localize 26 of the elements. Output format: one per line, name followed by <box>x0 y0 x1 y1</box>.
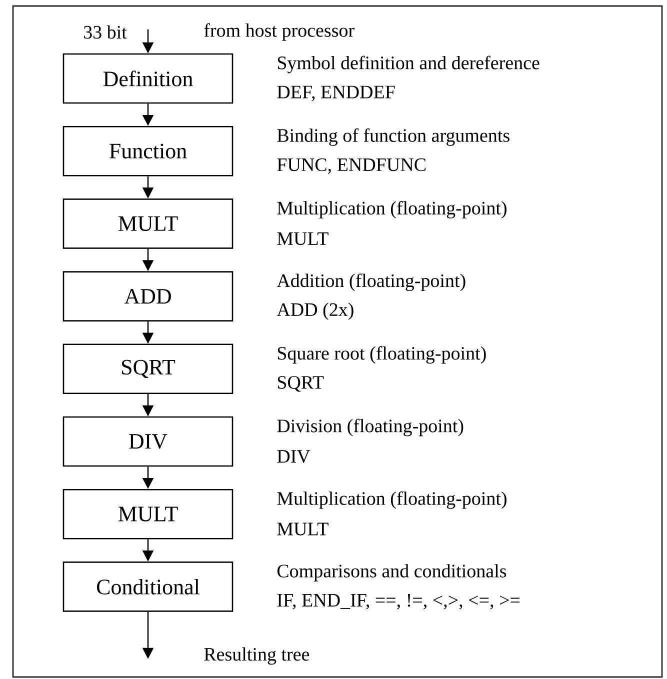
process-box: Definition <box>62 53 234 104</box>
description-text: Addition (floating-point) <box>276 274 466 292</box>
process-box: MULT <box>62 488 234 540</box>
description-text: Multiplication (floating-point) <box>277 200 506 218</box>
description-text: Comparisons and conditionals <box>277 564 506 582</box>
description-text: MULT <box>277 232 328 246</box>
description-text: SQRT <box>278 376 324 392</box>
process-box: DIV <box>62 416 234 467</box>
description-text: Binding of function arguments <box>277 128 510 146</box>
description-text: Square root (floating-point) <box>278 346 486 364</box>
label-text: from host processor <box>204 23 354 41</box>
description-text: IF, END_IF, ==, !=, <,>, <=, >= <box>277 594 520 610</box>
process-box: Conditional <box>62 562 234 612</box>
process-box: ADD <box>62 271 234 322</box>
description-text: ADD (2x) <box>276 302 354 320</box>
process-box: MULT <box>62 198 234 249</box>
description-text: Symbol definition and dereference <box>278 56 540 74</box>
description-text: Multiplication (floating-point) <box>277 491 506 509</box>
description-text: DIV <box>277 450 310 463</box>
process-box: Function <box>62 126 234 176</box>
description-text: Division (floating-point) <box>277 418 464 436</box>
description-text: DEF, ENDDEF <box>277 86 395 102</box>
description-text: MULT <box>277 522 328 536</box>
label-text: Resulting tree <box>204 647 310 665</box>
description-text: FUNC, ENDFUNC <box>277 158 426 174</box>
process-box: SQRT <box>62 344 234 394</box>
